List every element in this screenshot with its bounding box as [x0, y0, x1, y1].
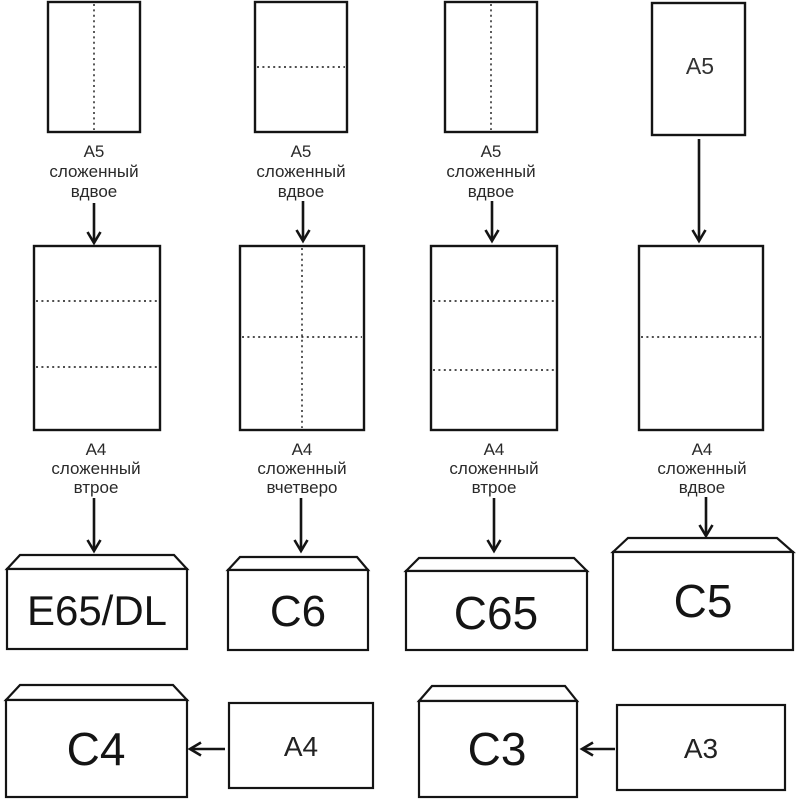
caption-line: A4 — [86, 440, 107, 459]
arrow-down-6 — [293, 498, 309, 554]
sheet-outline — [615, 703, 787, 792]
caption-line: сложенный — [446, 162, 535, 181]
caption-line: вдвое — [679, 478, 726, 497]
caption-line: сложенный — [657, 459, 746, 478]
arrow-left-a3-to-c3 — [579, 741, 615, 757]
caption-line: A4 — [484, 440, 505, 459]
paper-a4-trifold-1 — [32, 244, 162, 432]
caption-line: A5 — [481, 142, 502, 161]
envelope-label: C6 — [270, 587, 326, 636]
caption-line: сложенный — [256, 162, 345, 181]
envelope-flap — [225, 555, 371, 572]
envelope-body — [404, 569, 589, 652]
caption-line: A4 — [292, 440, 313, 459]
caption-a5-1: A5 сложенный вдвое — [49, 142, 138, 201]
caption-line: A4 — [692, 440, 713, 459]
caption-a4-1: A4 сложенный втрое — [51, 440, 140, 497]
envelope-label: C5 — [674, 575, 733, 627]
caption-line: сложенный — [449, 459, 538, 478]
envelope-flap — [403, 556, 590, 573]
caption-line: вдвое — [71, 182, 118, 201]
paper-outline — [238, 244, 366, 432]
envelope-body — [611, 550, 795, 652]
arrow-down-8 — [698, 497, 714, 539]
envelope-label: E65/DL — [27, 587, 167, 634]
envelope-body — [4, 698, 189, 799]
paper-a5-fold-vertical-2 — [443, 0, 539, 134]
paper-outline — [650, 1, 747, 137]
envelope-flap — [610, 536, 796, 554]
envelope-body — [5, 567, 189, 651]
caption-line: втрое — [472, 478, 517, 497]
paper-outline — [429, 244, 559, 432]
arrow-down-5 — [86, 498, 102, 554]
arrow-down-4 — [691, 139, 707, 244]
envelope-c6: C6 — [225, 555, 371, 652]
envelope-body — [226, 568, 370, 652]
paper-a5-fold-horizontal — [253, 0, 349, 134]
envelope-label: C65 — [454, 587, 538, 639]
envelope-flap — [3, 683, 190, 702]
paper-outline — [32, 244, 162, 432]
paper-a4-quarterfold — [238, 244, 366, 432]
paper-a4-halffold — [637, 244, 765, 432]
caption-line: A5 — [291, 142, 312, 161]
sheet-label: A3 — [684, 733, 718, 764]
sheet-a4: A4 — [227, 701, 375, 790]
caption-line: вдвое — [468, 182, 515, 201]
caption-line: вдвое — [278, 182, 325, 201]
envelope-c3: C3 — [416, 684, 580, 799]
arrow-down-7 — [486, 498, 502, 554]
caption-line: вчетверо — [266, 478, 337, 497]
caption-line: сложенный — [257, 459, 346, 478]
envelope-e65dl: E65/DL — [4, 553, 190, 651]
caption-line: сложенный — [49, 162, 138, 181]
caption-line: A5 — [84, 142, 105, 161]
envelope-label: C3 — [468, 723, 527, 775]
caption-a4-3: A4 сложенный втрое — [449, 440, 538, 497]
arrow-down-1 — [86, 203, 102, 246]
caption-a4-4: A4 сложенный вдвое — [657, 440, 746, 497]
caption-a5-2: A5 сложенный вдвое — [256, 142, 345, 201]
paper-outline — [46, 0, 142, 134]
arrow-down-3 — [484, 201, 500, 244]
paper-a4-trifold-2 — [429, 244, 559, 432]
arrow-left-a4-to-c4 — [187, 741, 225, 757]
envelope-c65: C65 — [403, 556, 590, 652]
caption-line: сложенный — [51, 459, 140, 478]
sheet-a3: A3 — [615, 703, 787, 792]
sheet-outline — [227, 701, 375, 790]
paper-inner-label: A5 — [686, 53, 714, 79]
paper-a5-unfolded: A5 — [650, 1, 747, 137]
paper-a5-fold-vertical-1 — [46, 0, 142, 134]
arrow-down-2 — [295, 201, 311, 244]
envelope-c4-highlighted: C4 — [3, 683, 190, 799]
paper-outline — [443, 0, 539, 134]
caption-line: втрое — [74, 478, 119, 497]
caption-a4-2: A4 сложенный вчетверо — [257, 440, 346, 497]
caption-a5-3: A5 сложенный вдвое — [446, 142, 535, 201]
envelope-c5: C5 — [610, 536, 796, 652]
envelope-flap — [4, 553, 190, 571]
envelope-body — [417, 699, 579, 799]
paper-outline — [637, 244, 765, 432]
envelope-flap — [416, 684, 580, 703]
envelope-label: C4 — [67, 723, 126, 775]
sheet-label: A4 — [284, 731, 318, 762]
